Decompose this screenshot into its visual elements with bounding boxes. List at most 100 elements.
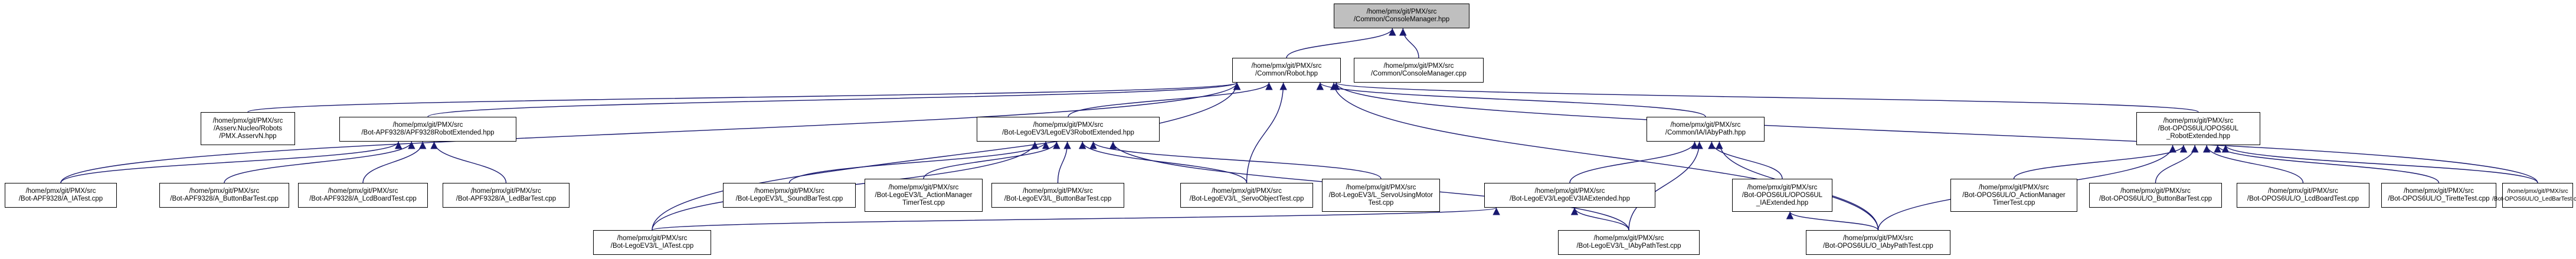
node-line: /home/pmx/git/PMX/src [2163,117,2234,124]
node-line: /Bot-LegoEV3/LegoEV3RobotExtended.hpp [1002,129,1134,136]
node-line: /Common/IA/IAbyPath.hpp [1665,129,1746,136]
node-line: /home/pmx/git/PMX/src [189,188,260,195]
node-line: /home/pmx/git/PMX/src [1023,188,1093,195]
node-line: /home/pmx/git/PMX/src [1747,183,1818,191]
node-line: /PMX.AsservN.hpp [219,132,277,140]
edge-ev3-buttonbar-test-to-ev3-robot-extended [1057,141,1071,183]
edge-ev3-iabypath-test-to-ev3-ia-extended [1570,207,1629,231]
edge-apf-lcdboard-test-to-apf-robot-extended [362,141,427,183]
node-ev3-actionmanager-test[interactable]: /home/pmx/git/PMX/src /Bot-LegoEV3/L_Act… [865,179,983,212]
node-line: /home/pmx/git/PMX/src [392,122,463,129]
edge-robot-hpp-to-consolemanager-hpp [1286,28,1396,58]
node-line: /Bot-LegoEV3/L_IAbyPathTest.cpp [1576,242,1681,250]
node-line: /Bot-APF9328/A_IATest.cpp [18,195,103,202]
node-line: /Bot-OPOS6UL/O_ButtonBarTest.cpp [2099,195,2212,202]
node-line: /Bot-APF9328/A_ButtonBarTest.cpp [170,195,279,202]
node-apf-robot-extended[interactable]: /home/pmx/git/PMX/src /Bot-APF9328/APF93… [339,117,516,142]
node-ev3-servoobject-test[interactable]: /home/pmx/git/PMX/src /Bot-LegoEV3/L_Ser… [1180,183,1313,208]
edge-opos-tirette-test-to-opos-robot-extended [2214,145,2440,183]
node-ev3-iabypath-test[interactable]: /home/pmx/git/PMX/src /Bot-LegoEV3/L_IAb… [1558,230,1700,255]
node-consolemanager-hpp[interactable]: /home/pmx/git/PMX/src /Common/ConsoleMan… [1334,4,1469,28]
node-line: /Bot-LegoEV3/L_IATest.cpp [610,242,694,250]
node-line: /home/pmx/git/PMX/src [328,188,398,195]
node-opos-lcdboard-test[interactable]: /home/pmx/git/PMX/src /Bot-OPOS6UL/O_Lcd… [2237,183,2369,208]
node-line: /home/pmx/git/PMX/src [1251,63,1322,70]
node-ev3-robot-extended[interactable]: /home/pmx/git/PMX/src /Bot-LegoEV3/LegoE… [977,117,1160,142]
edge-asserv-insa-hpp-to-robot-hpp [247,82,1240,113]
node-line: /home/pmx/git/PMX/src [888,183,959,191]
node-ev3-ia-extended[interactable]: /home/pmx/git/PMX/src /Bot-LegoEV3/LegoE… [1484,183,1655,208]
node-line: /home/pmx/git/PMX/src [1843,235,1913,242]
node-opos-ia-extended[interactable]: /home/pmx/git/PMX/src /Bot-OPOS6UL/OPOS6… [1732,179,1832,212]
node-robot-hpp[interactable]: /home/pmx/git/PMX/src /Common/Robot.hpp [1232,58,1341,83]
edge-opos-iabypath-test-to-robot-hpp [1330,82,1879,231]
node-line: /home/pmx/git/PMX/src [2404,188,2474,195]
node-line: /Bot-LegoEV3/L_ButtonBarTest.cpp [1004,195,1112,202]
node-opos-iabypath-test[interactable]: /home/pmx/git/PMX/src /Bot-OPOS6UL/O_IAb… [1806,230,1950,255]
node-ev3-ia-test[interactable]: /home/pmx/git/PMX/src /Bot-LegoEV3/L_IAT… [593,230,711,255]
edge-ev3-ia-extended-to-ia-bypath-hpp [1569,141,1698,183]
node-line: /home/pmx/git/PMX/src [212,117,283,124]
edge-opos-ia-extended-to-ia-bypath-hpp [1708,141,1783,179]
node-line: /Common/ConsoleManager.cpp [1371,70,1467,77]
node-line: /Bot-LegoEV3/L_SoundBarTest.cpp [735,195,843,202]
edge-ev3-servousingmotor-test-to-ev3-robot-extended [1089,141,1382,179]
node-apf-lcdboard-test[interactable]: /home/pmx/git/PMX/src /Bot-APF9328/A_Lcd… [298,183,428,208]
node-line: /Bot-OPOS6UL/O_IAbyPathTest.cpp [1823,242,1933,250]
node-line: /home/pmx/git/PMX/src [2120,188,2191,195]
node-line: /home/pmx/git/PMX/src [754,188,824,195]
node-line: /Bot-APF9328/APF9328RobotExtended.hpp [361,129,495,136]
node-apf-ledbar-test[interactable]: /home/pmx/git/PMX/src /Bot-APF9328/A_Led… [443,183,569,208]
edge-apf-buttonbar-test-to-apf-robot-extended [224,141,415,183]
node-line: /home/pmx/git/PMX/src [1212,188,1282,195]
node-line: /Asserv.Nucleo/Robots [213,124,283,132]
node-line: /home/pmx/git/PMX/src [1979,183,2049,191]
edge-ev3-iabypath-test-to-ia-bypath-hpp [1628,141,1703,231]
node-line: _IAExtended.hpp [1756,199,1809,206]
node-opos-tirette-test[interactable]: /home/pmx/git/PMX/src /Bot-OPOS6UL/O_Tir… [2381,183,2496,208]
node-ev3-buttonbar-test[interactable]: /home/pmx/git/PMX/src /Bot-LegoEV3/L_But… [991,183,1124,208]
node-line: /home/pmx/git/PMX/src [1534,188,1605,195]
node-line: /Bot-LegoEV3/L_ActionManager [875,191,973,199]
node-consolemanager-cpp[interactable]: /home/pmx/git/PMX/src /Common/ConsoleMan… [1354,58,1484,83]
node-opos-buttonbar-test[interactable]: /home/pmx/git/PMX/src /Bot-OPOS6UL/O_But… [2089,183,2222,208]
edge-apf-ledbar-test-to-apf-robot-extended [430,141,507,183]
node-line: /home/pmx/git/PMX/src [617,235,688,242]
edge-apf-robot-extended-to-robot-hpp [427,82,1240,117]
node-opos-ledbar-test[interactable]: /home/pmx/git/PMX/src /Bot-OPOS6UL/O_Led… [2492,183,2576,208]
node-line: /Bot-APF9328/A_LcdBoardTest.cpp [309,195,417,202]
node-line: /home/pmx/git/PMX/src [471,188,541,195]
node-line: /home/pmx/git/PMX/src [2268,188,2338,195]
node-ev3-soundbar-test[interactable]: /home/pmx/git/PMX/src /Bot-LegoEV3/L_Sou… [723,183,856,208]
edge-ev3-ia-test-to-ev3-ia-extended [652,207,1500,231]
node-opos-robot-extended[interactable]: /home/pmx/git/PMX/src /Bot-OPOS6UL/OPOS6… [2136,112,2260,145]
edge-ev3-servoobject-test-to-robot-hpp [1246,82,1287,183]
node-line: _RobotExtended.hpp [2166,132,2231,140]
node-line: /Bot-OPOS6UL/O_TiretteTest.cpp [2388,195,2490,202]
node-line: /Common/ConsoleManager.hpp [1353,16,1450,23]
edge-opos-actionmanager-test-to-opos-robot-extended [2013,145,2188,179]
edge-consolemanager-cpp-to-consolemanager-hpp [1399,28,1419,58]
node-line: TimerTest.cpp [902,199,945,206]
node-opos-actionmanager-test[interactable]: /home/pmx/git/PMX/src /Bot-OPOS6UL/O_Act… [1950,179,2077,212]
edge-opos-robot-extended-to-robot-hpp [1333,82,2199,113]
node-line: /Bot-OPOS6UL/OPOS6UL [2158,124,2239,132]
node-line: TimerTest.cpp [1992,199,2035,206]
node-line: /Common/Robot.hpp [1255,70,1318,77]
node-apf-ia-test[interactable]: /home/pmx/git/PMX/src /Bot-APF9328/A_IAT… [5,183,117,208]
node-ia-bypath-hpp[interactable]: /home/pmx/git/PMX/src /Common/IA/IAbyPat… [1647,117,1765,142]
node-line: /home/pmx/git/PMX/src [1593,235,1664,242]
edge-opos-buttonbar-test-to-opos-robot-extended [2155,145,2199,183]
node-line: /home/pmx/git/PMX/src [2507,188,2568,195]
node-line: /home/pmx/git/PMX/src [1670,122,1741,129]
edge-apf-ia-test-to-apf-robot-extended [60,141,402,183]
node-asserv-insa-hpp[interactable]: /home/pmx/git/PMX/src /Asserv.Nucleo/Rob… [201,112,295,145]
edge-opos-iabypath-test-to-opos-ia-extended [1786,211,1879,231]
node-line: /Bot-OPOS6UL/O_LcdBoardTest.cpp [2247,195,2359,202]
node-ev3-servousingmotor-test[interactable]: /home/pmx/git/PMX/src /Bot-LegoEV3/L_Ser… [1322,179,1440,212]
node-line: /Bot-OPOS6UL/OPOS6UL [1742,191,1823,199]
node-line: /Bot-LegoEV3/L_ServoUsingMotor [1328,191,1433,199]
node-apf-buttonbar-test[interactable]: /home/pmx/git/PMX/src /Bot-APF9328/A_But… [159,183,289,208]
edge-opos-lcdboard-test-to-opos-robot-extended [2202,145,2304,183]
